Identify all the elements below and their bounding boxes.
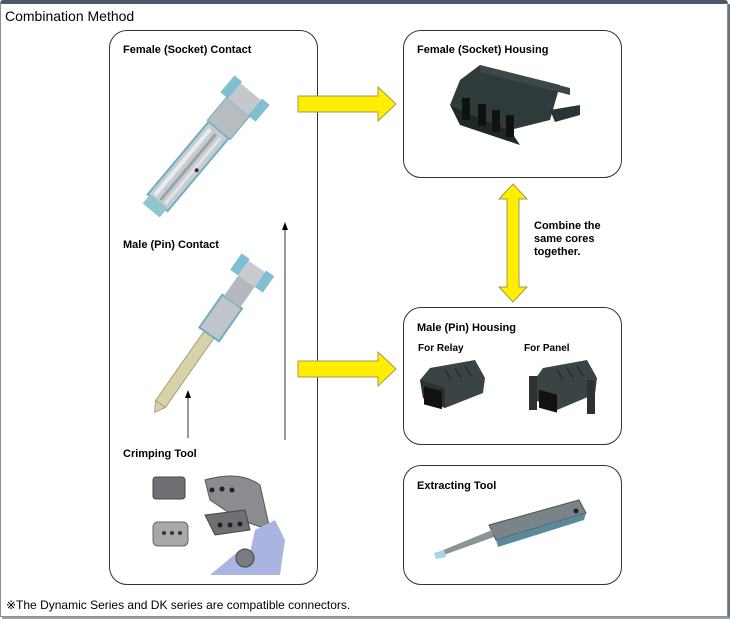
female-socket-housing-image xyxy=(450,65,580,145)
combine-note-line2: same cores xyxy=(534,233,595,245)
combine-note-line1: Combine the xyxy=(534,220,601,232)
male-contact-label: Male (Pin) Contact xyxy=(123,239,219,251)
crimping-tool-image xyxy=(152,475,285,575)
diagram-title: Combination Method xyxy=(5,8,135,24)
combine-note-line3: together. xyxy=(534,246,581,258)
female-contact-label: Female (Socket) Contact xyxy=(123,44,252,56)
crimping-tool-label: Crimping Tool xyxy=(123,448,197,460)
frame-shadow-bottom xyxy=(2,617,730,619)
for-panel-label: For Panel xyxy=(524,343,570,354)
male-housing-label: Male (Pin) Housing xyxy=(417,322,516,334)
male-pin-contact-image xyxy=(154,253,275,414)
combine-double-arrow xyxy=(497,183,529,303)
male-housing-relay-image xyxy=(420,360,485,410)
contact-to-male-housing-arrow xyxy=(297,350,397,388)
female-housing-label: Female (Socket) Housing xyxy=(417,44,549,56)
footnote: ※The Dynamic Series and DK series are co… xyxy=(6,598,351,612)
extracting-tool-image xyxy=(434,499,587,559)
crimp-to-female-arrow xyxy=(282,222,288,440)
female-socket-contact-image xyxy=(142,75,270,218)
combine-note: Combine the same cores together. xyxy=(534,220,614,259)
crimp-to-male-arrow xyxy=(185,390,191,438)
frame-shadow xyxy=(728,4,730,617)
extracting-tool-label: Extracting Tool xyxy=(417,480,497,492)
contact-to-female-housing-arrow xyxy=(297,85,397,123)
for-relay-label: For Relay xyxy=(418,343,464,354)
male-housing-panel-image xyxy=(529,360,597,414)
